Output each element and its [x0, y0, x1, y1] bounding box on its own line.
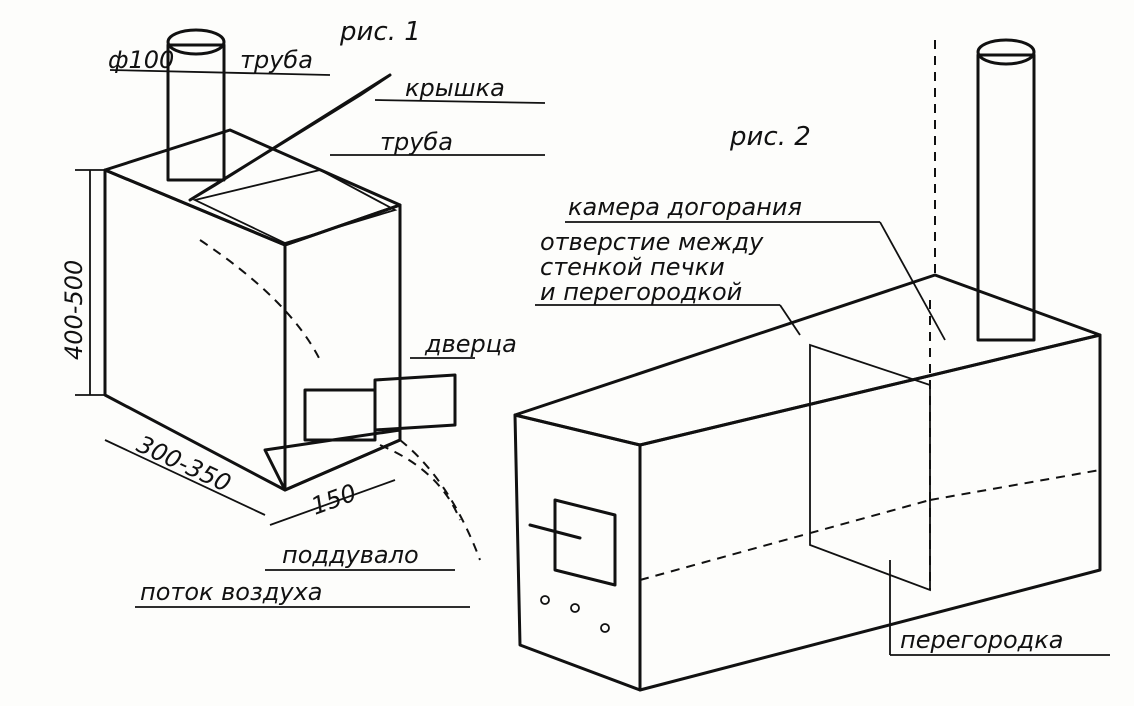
afterburn-chamber-label: камера догорания	[568, 193, 802, 221]
door-label: дверца	[424, 330, 517, 358]
air-hole	[570, 603, 580, 613]
figure-1-title: рис. 1	[339, 17, 421, 47]
width-dimension: 300-350	[132, 430, 235, 498]
airflow-label: поток воздуха	[140, 578, 322, 606]
partition-label: перегородка	[900, 626, 1063, 654]
stove1-top	[103, 128, 402, 247]
air-hole	[540, 595, 550, 605]
figure-2-title: рис. 2	[729, 122, 811, 152]
lid-label: крышка	[405, 74, 505, 102]
pipe-label-top: труба	[240, 46, 313, 74]
figure-2-stove	[513, 38, 1110, 692]
door-handle	[528, 523, 582, 540]
ashpit-dimension: 150	[307, 479, 360, 521]
pipe-label: труба	[380, 128, 453, 156]
stove2-pipe	[976, 38, 1036, 342]
stove2-front	[513, 413, 642, 692]
ashpit-label: поддувало	[282, 541, 419, 569]
air-hole	[600, 623, 610, 633]
stove1-pipe	[166, 28, 226, 182]
pipe-diameter-label: ф100	[108, 46, 174, 74]
stove1-door-opening	[303, 388, 377, 442]
gap-label-line-3: и перегородкой	[540, 278, 742, 306]
height-dimension: 400-500	[60, 260, 88, 360]
stove1-left-face	[103, 168, 287, 492]
gap-label-line-1: отверстие между	[540, 228, 764, 256]
stove1-lid	[188, 73, 392, 202]
stove-stones	[192, 169, 398, 244]
gap-label-line-2: стенкой печки	[540, 253, 725, 281]
partition	[809, 343, 931, 592]
figure-1-stove	[75, 28, 546, 608]
stove2-door	[553, 498, 617, 587]
stove1-door	[373, 373, 457, 432]
